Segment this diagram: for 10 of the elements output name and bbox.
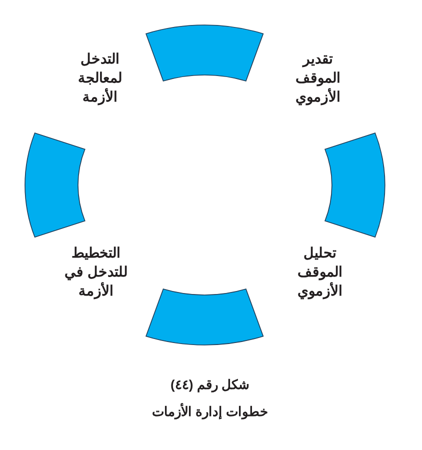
figure-caption: شكل رقم (٤٤) bbox=[170, 376, 250, 394]
ring-segment bbox=[145, 24, 265, 82]
figure-title: خطوات إدارة الأزمات bbox=[150, 402, 270, 422]
step-label: تقدير الموقف الأزموي bbox=[294, 50, 342, 106]
ring-segment bbox=[145, 288, 265, 346]
ring-segment bbox=[324, 132, 386, 238]
step-label: تحليل الموقف الأزموي bbox=[296, 244, 344, 300]
ring-segment bbox=[24, 132, 86, 238]
step-label: التخطيط للتدخل في الأزمة bbox=[64, 244, 128, 300]
step-label: التدخل لمعالجة الأزمة bbox=[77, 50, 123, 106]
